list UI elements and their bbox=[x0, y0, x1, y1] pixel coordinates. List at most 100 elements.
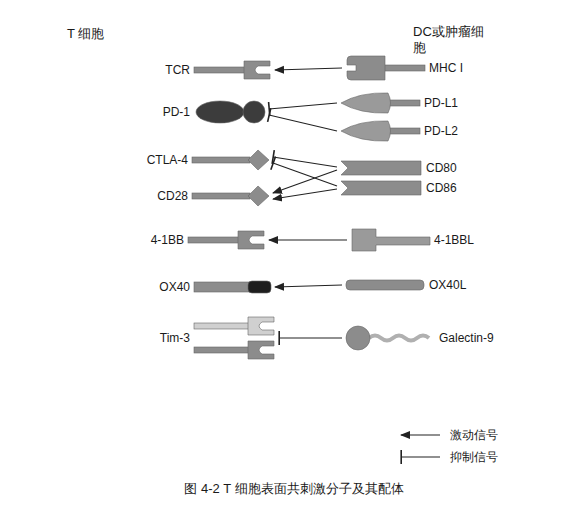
molecule-shape bbox=[345, 278, 425, 292]
inhibitory-signal bbox=[279, 337, 342, 338]
molecule-label: CD28 bbox=[157, 189, 188, 203]
activating-signal bbox=[273, 189, 337, 199]
caption: 图 4-2 T 细胞表面共刺激分子及其配体 bbox=[0, 480, 588, 498]
molecule-part bbox=[248, 341, 274, 359]
inhibitory-signal bbox=[269, 103, 337, 109]
molecule-part bbox=[341, 181, 421, 195]
legend-text: 激动信号 bbox=[450, 427, 498, 444]
receptor: PD-1 bbox=[163, 99, 266, 125]
molecule-part bbox=[244, 61, 270, 79]
molecule-shape bbox=[188, 228, 266, 252]
legend-text: 抑制信号 bbox=[450, 449, 498, 466]
molecule-shape bbox=[340, 119, 420, 143]
molecule-part bbox=[248, 150, 269, 170]
receptor: CTLA-4 bbox=[147, 148, 270, 172]
molecule-label: CTLA-4 bbox=[147, 153, 188, 167]
molecule-label: MHC I bbox=[429, 61, 463, 75]
molecule-part bbox=[192, 157, 250, 163]
legend-sample bbox=[398, 450, 442, 464]
cell: MHC I PD-L1PD-L2CD80CD86 4-1BBL OX40L Galect… bbox=[305, 8, 588, 423]
molecule-part bbox=[369, 336, 429, 341]
molecule-part bbox=[194, 282, 252, 292]
molecule-shape bbox=[194, 278, 272, 296]
legend-item: 激动信号 bbox=[398, 424, 498, 446]
molecule-part bbox=[192, 193, 250, 199]
molecule-part bbox=[386, 100, 420, 106]
molecule-label: Galectin-9 bbox=[439, 331, 494, 345]
cell-label: DC或肿瘤细胞 bbox=[413, 24, 489, 57]
receptor: TCR bbox=[165, 58, 272, 82]
molecule-label: PD-L2 bbox=[424, 124, 458, 138]
cell-membrane bbox=[305, 8, 588, 423]
ligand: CD86 bbox=[340, 180, 457, 196]
cell-label: T 细胞 bbox=[67, 26, 104, 42]
ligand: Galectin-9 bbox=[345, 325, 494, 351]
legend-item: 抑制信号 bbox=[398, 446, 498, 468]
legend-line bbox=[401, 434, 440, 435]
molecule-shape bbox=[192, 148, 270, 172]
molecule-part bbox=[196, 101, 244, 123]
molecule-part bbox=[248, 317, 274, 335]
molecule-part bbox=[346, 326, 370, 350]
molecule-part bbox=[248, 186, 269, 206]
molecule-label: PD-1 bbox=[163, 105, 190, 119]
molecule-shape bbox=[345, 55, 425, 81]
receptor: 4-1BB bbox=[151, 228, 266, 252]
molecule-part bbox=[352, 229, 430, 251]
activating-signal bbox=[269, 239, 347, 240]
molecule-shape bbox=[194, 99, 266, 125]
molecule-part bbox=[194, 67, 246, 73]
activating-signal bbox=[275, 68, 342, 70]
molecule-part bbox=[248, 281, 271, 293]
molecule-shape bbox=[345, 325, 435, 351]
ligand: PD-L1 bbox=[340, 91, 458, 115]
activating-signal bbox=[275, 285, 342, 287]
inhibitory-signal bbox=[273, 163, 337, 186]
ligand: 4-1BBL bbox=[350, 228, 474, 252]
molecule-label: 4-1BBL bbox=[434, 233, 474, 247]
molecule-part bbox=[243, 101, 265, 123]
ligand: MHC I bbox=[345, 55, 463, 81]
molecule-part bbox=[346, 280, 424, 290]
molecule-shape bbox=[340, 160, 422, 176]
receptor: OX40 bbox=[159, 278, 272, 296]
molecule-shape bbox=[340, 91, 420, 115]
molecule-label: 4-1BB bbox=[151, 233, 184, 247]
molecule-label: OX40L bbox=[429, 278, 466, 292]
cell-membrane bbox=[0, 8, 277, 420]
molecule-part bbox=[386, 128, 420, 134]
molecule-shape bbox=[194, 58, 272, 82]
molecule-part bbox=[188, 237, 240, 243]
legend: 激动信号抑制信号 bbox=[398, 424, 498, 468]
nucleus bbox=[23, 149, 107, 281]
molecule-shape bbox=[350, 228, 430, 252]
molecule-label: CD86 bbox=[426, 181, 457, 195]
cell: TCR PD-1CTLA-4CD28 4-1BB OX40Tim-3 T 细胞 bbox=[0, 8, 277, 420]
receptor: Tim-3 bbox=[160, 316, 276, 360]
molecule-part bbox=[238, 231, 264, 249]
molecule-label: Tim-3 bbox=[160, 331, 190, 345]
legend-line bbox=[401, 456, 440, 457]
molecule-part bbox=[347, 56, 385, 80]
molecule-label: OX40 bbox=[159, 280, 190, 294]
molecule-label: TCR bbox=[165, 63, 190, 77]
molecule-part bbox=[341, 93, 391, 113]
inhibitory-signal bbox=[273, 157, 337, 167]
ligand: PD-L2 bbox=[340, 119, 458, 143]
inhibitory-signal bbox=[269, 115, 337, 131]
molecule-part bbox=[194, 323, 250, 329]
legend-sample bbox=[398, 428, 442, 442]
molecule-part bbox=[341, 161, 421, 175]
activating-signal bbox=[273, 170, 337, 193]
molecule-part bbox=[194, 347, 250, 353]
receptor: CD28 bbox=[157, 184, 270, 208]
ligand: OX40L bbox=[345, 278, 466, 292]
molecule-part bbox=[341, 121, 391, 141]
nucleus bbox=[493, 154, 577, 286]
molecule-shape bbox=[192, 184, 270, 208]
molecule-shape bbox=[340, 180, 422, 196]
ligand: CD80 bbox=[340, 160, 457, 176]
molecule-shape bbox=[194, 316, 276, 360]
